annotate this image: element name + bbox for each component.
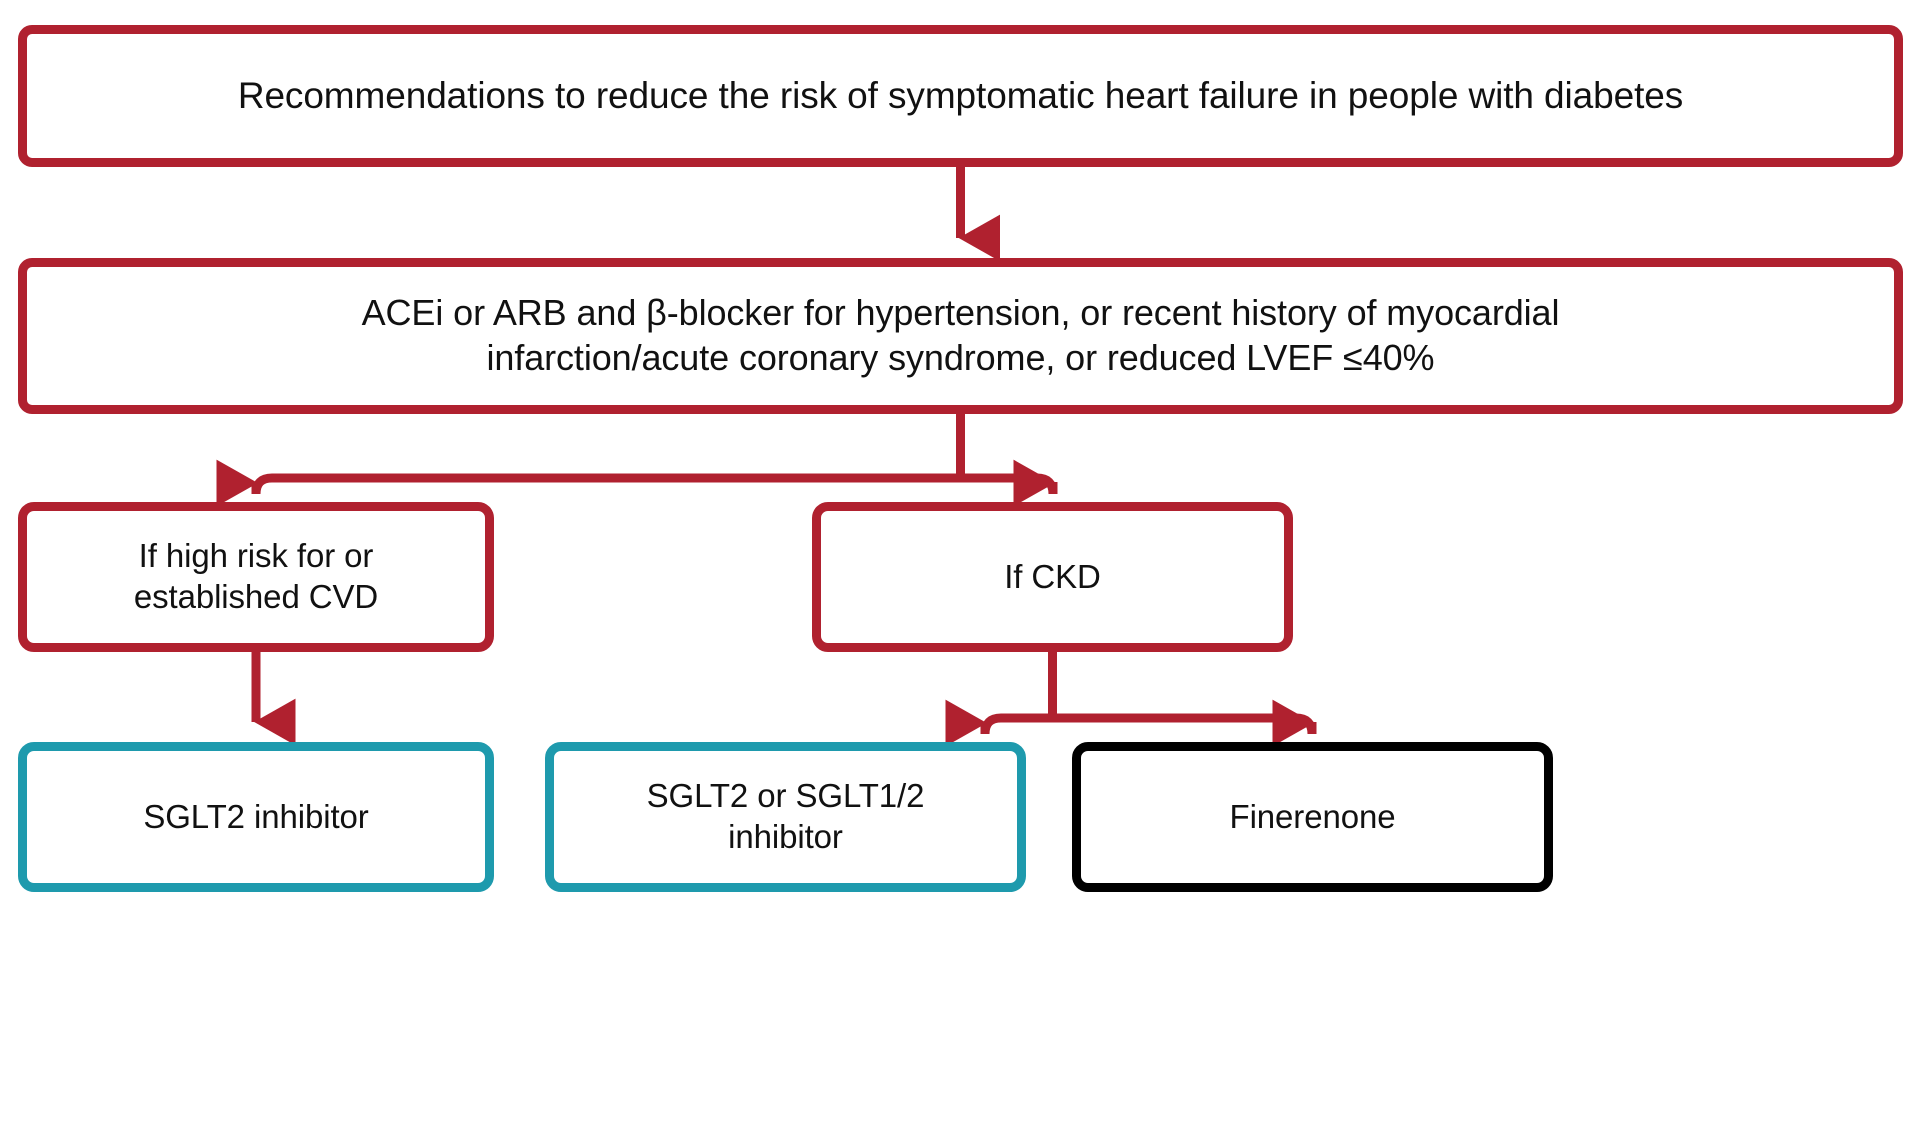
node-label: If CKD [1004,557,1101,595]
node-label: SGLT2 or SGLT1/2 inhibitor [646,777,925,855]
node-label: Recommendations to reduce the risk of sy… [237,75,1684,117]
node-label: Finerenone [1229,797,1396,835]
node-if-high-risk-cvd: If high risk for or established CVD [18,502,494,652]
node-recommendations-title: Recommendations to reduce the risk of sy… [18,25,1903,167]
node-finerenone: Finerenone [1072,742,1553,892]
node-treatment-criteria: ACEi or ARB and β-blocker for hypertensi… [18,258,1903,414]
node-if-ckd: If CKD [812,502,1293,652]
node-sglt2-or-sglt1-2-inhibitor: SGLT2 or SGLT1/2 inhibitor [545,742,1026,892]
node-label: SGLT2 inhibitor [143,797,369,835]
edge-criteria-split [216,414,1058,507]
node-label: ACEi or ARB and β-blocker for hypertensi… [361,292,1560,378]
edge-ckd-split [945,652,1317,747]
node-sglt2-inhibitor: SGLT2 inhibitor [18,742,494,892]
node-label: If high risk for or established CVD [133,537,379,615]
